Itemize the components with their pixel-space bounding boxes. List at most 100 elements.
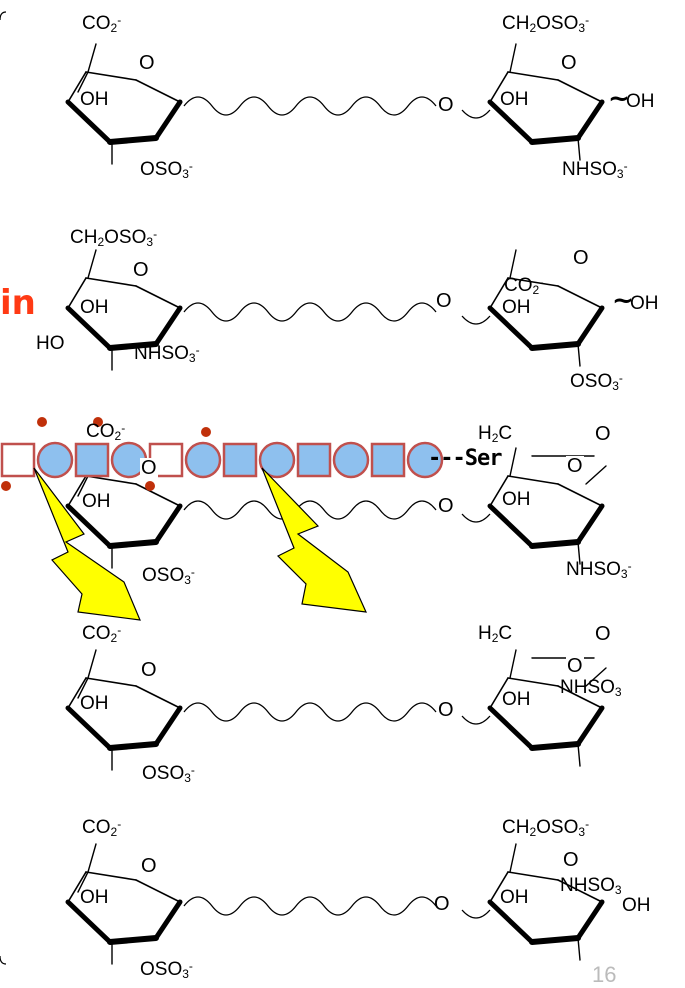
r1-anomeric-wavy: ~ [608,84,630,114]
r1-right-ring-edge-front [529,135,581,145]
r4-left-ring-edge-c3 [65,705,113,751]
r4-right-ring-edge-c3 [487,705,535,751]
chain-square-8 [296,442,332,478]
r3-wavy-linkage [183,500,437,520]
r4-right-nh: NHSO3 [560,677,622,699]
r5-right-oh: OH [500,887,529,908]
r5-link-o: O [434,893,450,915]
r4-left-double-bond [77,677,89,699]
r1-right-ring-edge-c3 [487,99,535,145]
r5-right-ring-edge-c1 [575,899,605,941]
r5-right-c5-bond [509,843,517,873]
chain-circle-1 [36,441,74,479]
r4-right-top: H2C [478,623,513,645]
r2-right-ring-o: O [572,247,590,269]
r3-right-ring-edge-c4 [489,475,509,507]
r5-left-double-bond [77,871,89,893]
r1-left-ring-edge-c4 [67,71,87,103]
r5-wavy-linkage [183,896,437,916]
r1-right-oh: OH [500,89,529,110]
r5-right-ring-edge-o [557,879,603,903]
r4-right-c5-bond [509,649,517,679]
r2-right-ring-edge-o [557,285,603,309]
r5-right-ring-edge-c4 [489,871,509,903]
cleavage-bolt-right [261,467,367,613]
r2-left-ring-o: O [132,259,150,281]
r4-left-bottom: OSO3- [142,763,195,785]
r4-right-ring-edge-o [557,685,603,709]
r1-left-ring-edge-o [135,79,181,103]
r2-left-ring-edge-c3 [65,305,113,351]
r4-bridge-right [585,667,607,687]
r3-link-o: O [438,495,454,517]
r5-left-ring-edge-c1 [153,899,183,941]
r2-link-o: O [436,290,452,312]
r4-left-ring-edge-front [107,741,159,751]
r5-right-ring-edge-top [507,871,559,881]
r5-right-nh: NHSO3 [560,875,622,897]
r1-left-bottom: OSO3- [140,159,193,181]
r2-left-ring-edge-c1 [153,305,183,347]
r4-left-ring-o: O [140,659,158,681]
r2-right-c5-bond [509,249,517,279]
chain-square-6 [222,442,258,478]
r1-link-o: O [438,94,454,116]
r3-bridge-right [585,465,607,485]
r2-left-ring-edge-front [107,341,159,351]
r1-right-c2-bond [577,137,581,161]
r5-left-top: CO2- [82,817,122,839]
r1-right-top: CH2OSO3- [502,13,590,35]
r1-right-ring-o: O [560,52,578,74]
r4-right-oh: OH [502,689,531,710]
r1-left-ring-edge-front [107,135,159,145]
r2-wavy-linkage [183,302,437,322]
r5-right-top: CH2OSO3- [502,817,590,839]
r3-right-ring-o: O [594,423,612,445]
r2-left-ring-edge-c4 [67,277,87,309]
r3-right-ring-edge-c1 [575,503,605,545]
r2-right-bottom: OSO3- [570,371,623,393]
r2-link-loop [461,315,491,325]
r4-left-ring-edge-top [85,677,137,687]
r2-right-co2: CO2- [504,275,544,297]
r5-left-ring-edge-c3 [65,899,113,945]
r5-right-ring-edge-front [529,935,581,945]
r5-left-bottom: OSO3- [140,959,193,981]
r4-right-c2-bond [577,743,581,767]
r3-right-ring-edge-top [507,475,559,485]
r3-right-bottom: NHSO3- [566,559,632,581]
r3-left-double-bond [77,475,89,497]
r5-right-c2-bond [577,937,581,961]
r1-left-ring-edge-c1 [153,99,183,141]
r2-left-ring-edge-top [85,277,137,287]
r2-left-ho: HO [36,333,65,354]
r3-right-c2-bond [577,541,581,565]
r1-left-ring-edge-top [85,71,137,81]
r3-right-oh: OH [502,489,531,510]
r4-right-ring-o: O [594,623,612,645]
cleavage-bolt-left [33,467,141,621]
r2-right-ring-edge-c1 [575,305,605,347]
r5-right-ring-edge-c3 [487,899,535,945]
serine-linker-label: ---Ser [428,446,502,471]
sulfate-dot-0 [37,417,47,427]
r4-left-ring-edge-c4 [67,677,87,709]
r2-right-ring-edge-top [507,277,559,287]
r3-left-ring-edge-c3 [65,503,113,549]
r3-left-ring-o: O [140,457,158,479]
chain-circle-7 [258,441,296,479]
r1-left-top: CO2- [82,13,122,35]
r1-right-c5-bond [509,43,517,73]
r2-right-end: OH [630,293,659,314]
r4-left-ring-edge-o [135,685,181,709]
r3-right-top: H2C [478,423,513,445]
r4-left-oh: OH [80,693,109,714]
r1-left-c5-bond [87,43,97,73]
r4-wavy-linkage [183,702,437,722]
r1-right-ring-edge-c4 [489,71,509,103]
r3-left-bottom: OSO3- [142,565,195,587]
sulfate-dot-4 [145,481,155,491]
r2-left-c5-bond [87,249,97,279]
left-bracket-top [0,11,7,21]
